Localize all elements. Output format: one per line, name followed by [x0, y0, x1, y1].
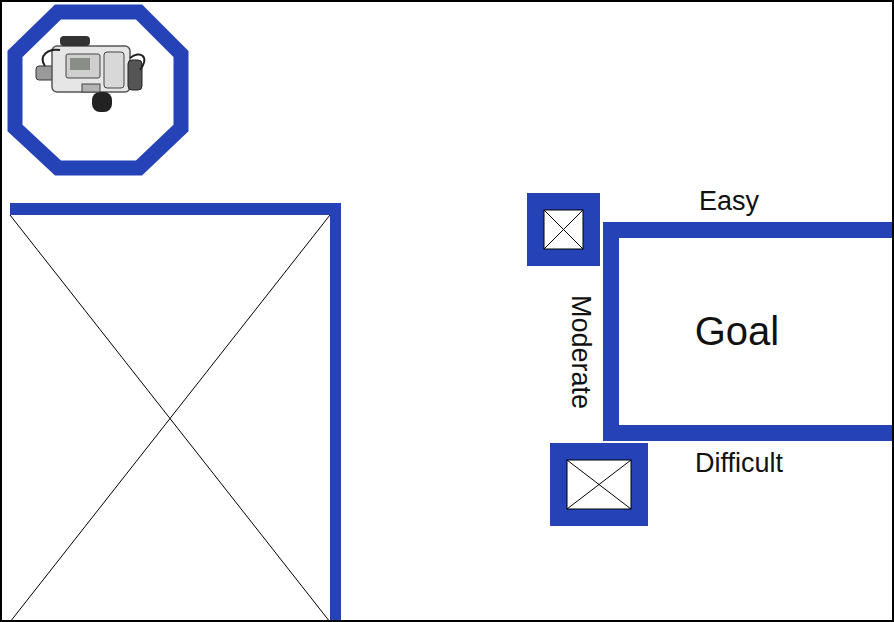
obstacle-box	[550, 443, 648, 526]
robot-icon	[36, 36, 144, 112]
crossed-area	[10, 203, 341, 622]
difficulty-label: Easy	[699, 188, 759, 215]
start-octagon	[15, 12, 181, 168]
goal-zone: Goal	[603, 222, 894, 441]
difficulty-label: Difficult	[695, 450, 783, 477]
zone-label: Goal	[695, 309, 780, 354]
obstacle-box	[527, 193, 600, 266]
difficulty-label: Moderate	[567, 295, 594, 409]
